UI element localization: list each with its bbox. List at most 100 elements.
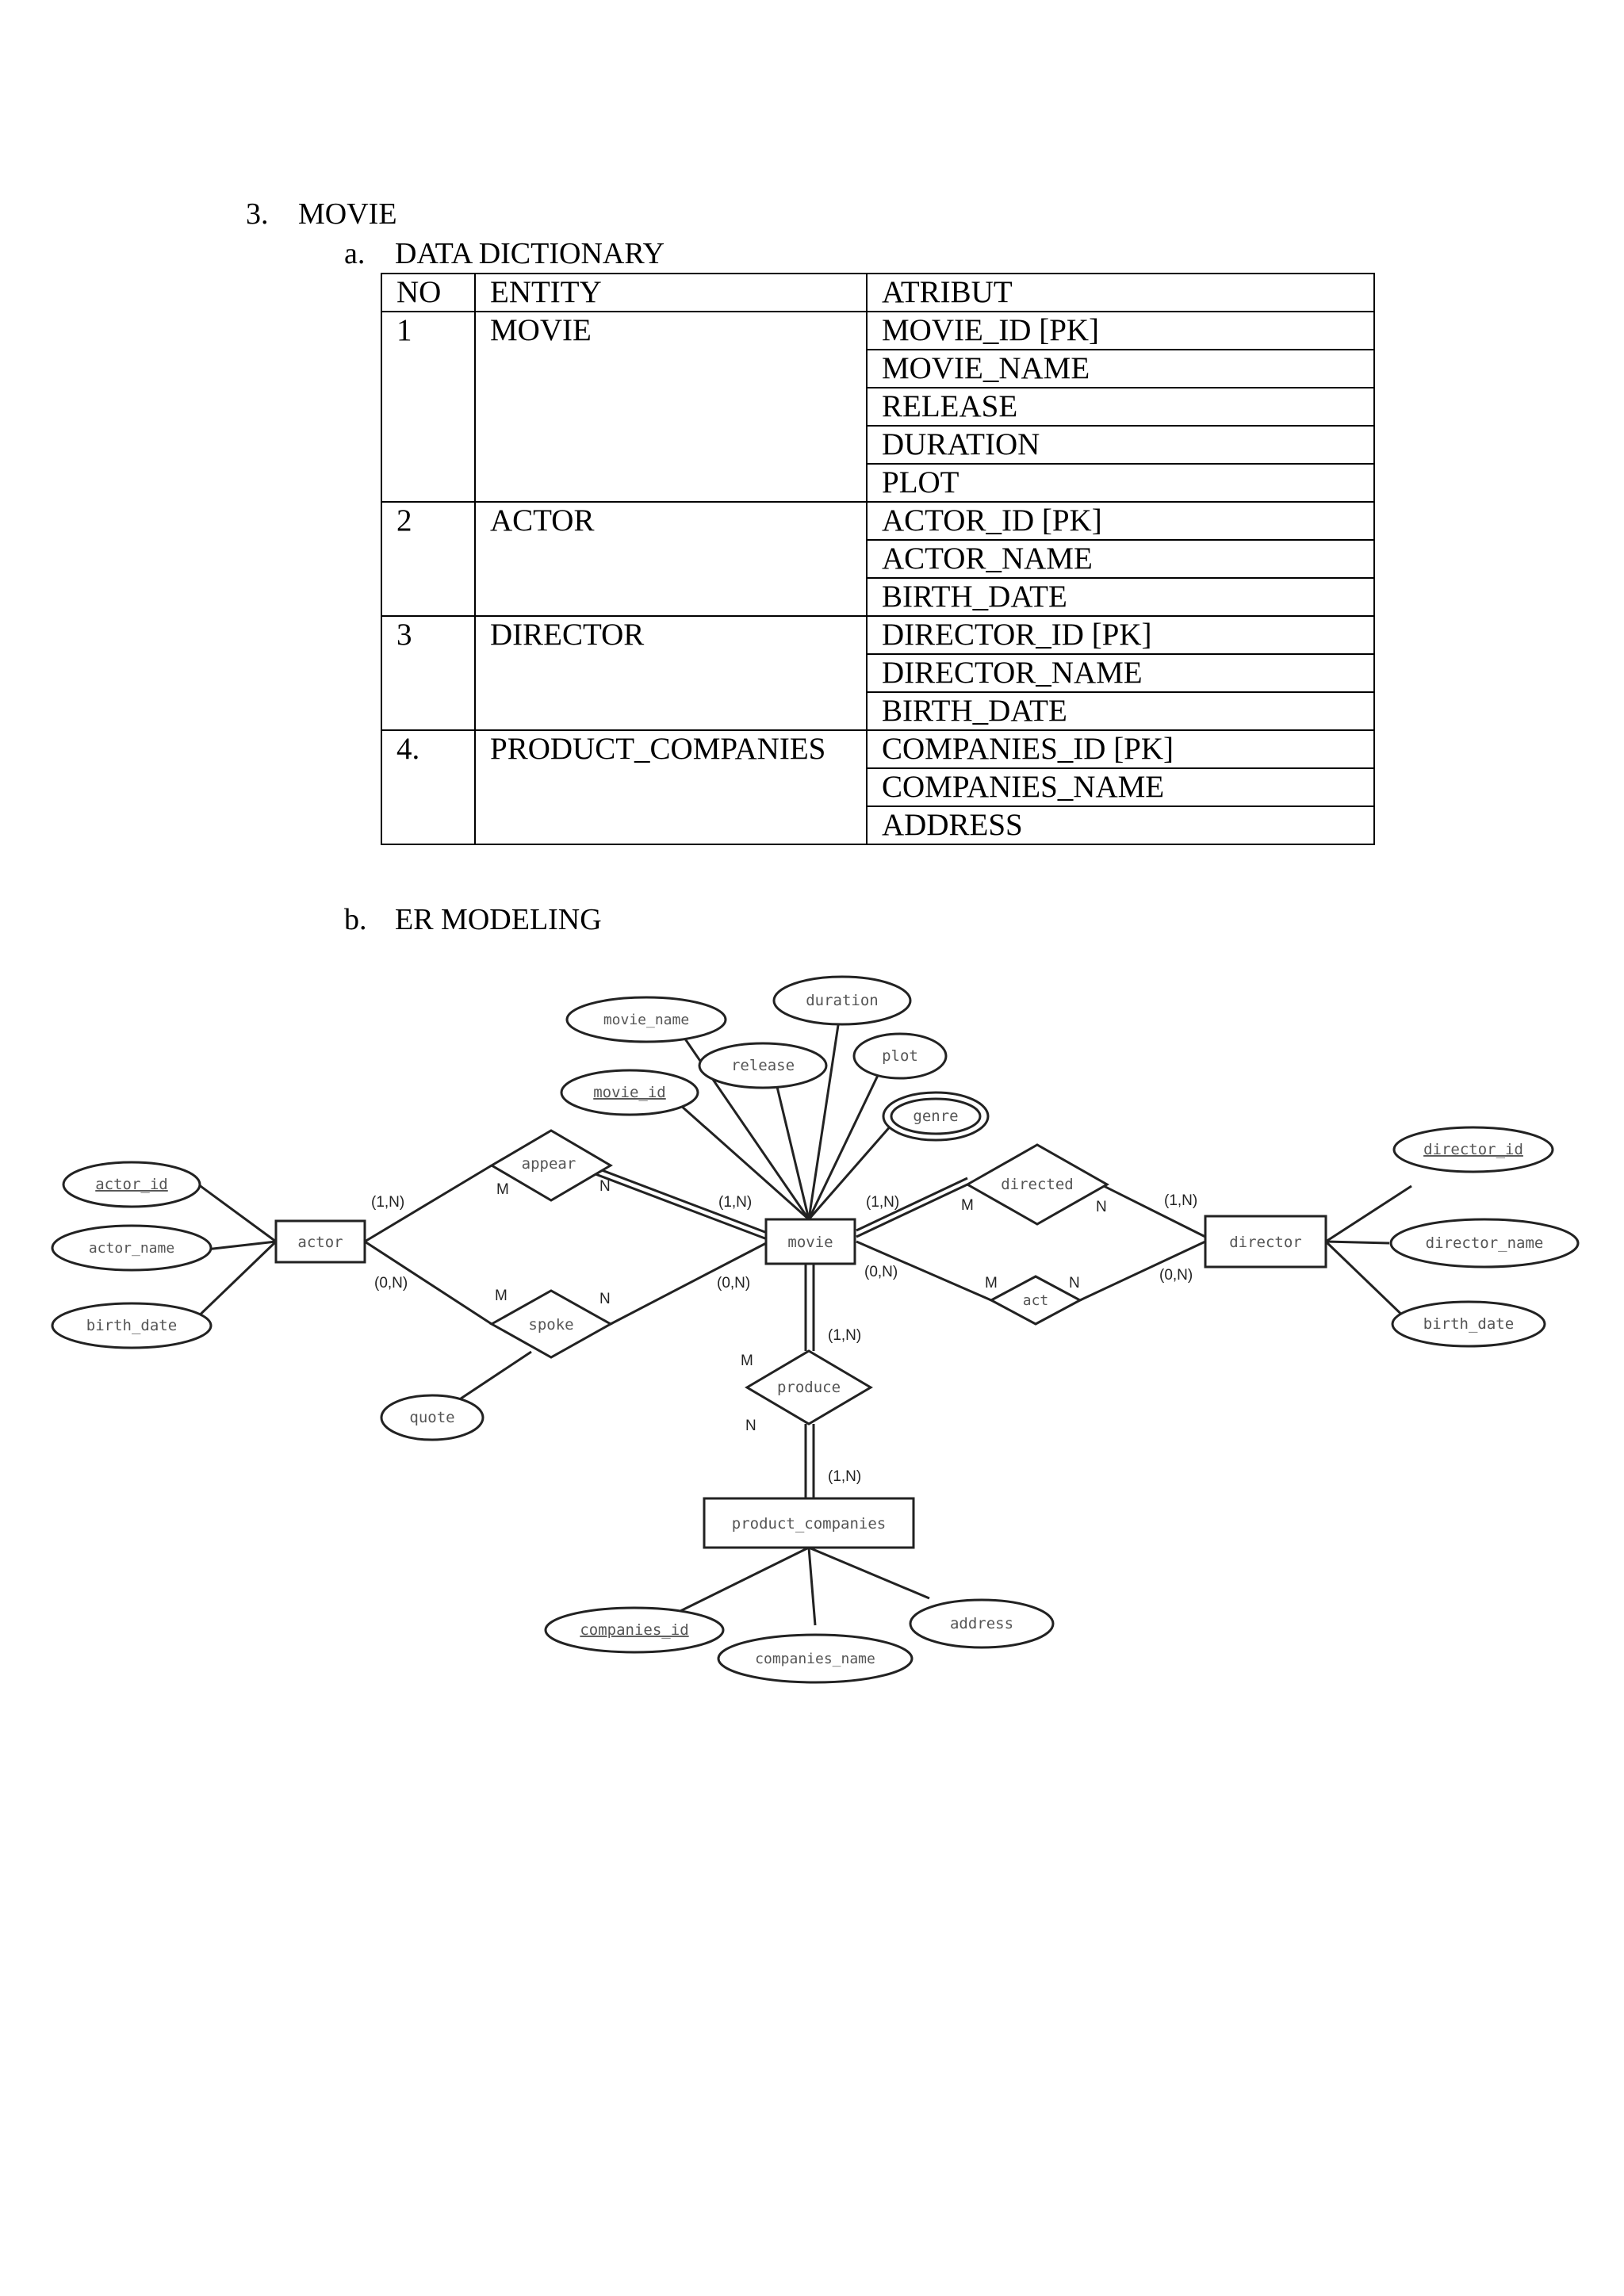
header-entity: ENTITY [474, 273, 868, 312]
svg-text:directed: directed [1001, 1176, 1074, 1193]
attribute-genre-multivalued: genre [882, 1091, 990, 1142]
svg-text:actor_name: actor_name [89, 1240, 174, 1257]
attribute-actor-birth-date: birth_date [51, 1302, 213, 1349]
cell-entity-no: 2 [381, 501, 476, 617]
n-marker-act: N [1069, 1275, 1080, 1292]
cardinality-companies-produce: (1,N) [828, 1468, 861, 1485]
attribute-director-id: director_id [1392, 1126, 1554, 1173]
svg-text:product_companies: product_companies [732, 1515, 886, 1533]
m-marker-spoke: M [495, 1288, 508, 1304]
cardinality-actor-appear: (1,N) [371, 1194, 404, 1211]
svg-text:quote: quote [409, 1409, 454, 1426]
cell-attribute: COMPANIES_NAME [866, 767, 1375, 807]
connector-lines [189, 998, 1413, 1626]
cardinality-director-act: (0,N) [1159, 1267, 1193, 1284]
er-diagram: actor movie director product_companies a… [51, 975, 1580, 1684]
cell-attribute: MOVIE_ID [PK] [866, 311, 1375, 350]
attribute-director-name: director_name [1389, 1218, 1580, 1269]
cell-attribute: BIRTH_DATE [866, 691, 1375, 731]
cell-attribute: DIRECTOR_ID [PK] [866, 615, 1375, 655]
n-marker-directed: N [1096, 1199, 1107, 1215]
relationship-produce: produce [745, 1349, 873, 1425]
m-marker-appear: M [496, 1181, 509, 1198]
cell-attribute: ACTOR_NAME [866, 539, 1375, 579]
svg-text:address: address [950, 1615, 1013, 1632]
attribute-actor-name: actor_name [51, 1224, 213, 1272]
svg-text:actor_id: actor_id [95, 1176, 168, 1193]
cardinality-movie-appear: (1,N) [718, 1194, 752, 1211]
table-row: BIRTH_DATE [381, 691, 1375, 731]
svg-text:plot: plot [882, 1047, 918, 1065]
cell-entity-name: PRODUCT_COMPANIES [474, 729, 868, 845]
cell-attribute: DIRECTOR_NAME [866, 653, 1375, 693]
cardinality-movie-directed: (1,N) [866, 1194, 899, 1211]
svg-text:companies_id: companies_id [580, 1621, 688, 1639]
svg-text:produce: produce [777, 1379, 841, 1396]
attribute-address: address [909, 1598, 1055, 1649]
section-number: 3. [246, 197, 269, 231]
cell-attribute: MOVIE_NAME [866, 349, 1375, 388]
m-marker-produce: M [741, 1353, 753, 1369]
cell-attribute: ACTOR_ID [PK] [866, 501, 1375, 541]
subsection-er-modeling: b. ER MODELING [344, 902, 602, 937]
table-row: RELEASE [381, 387, 1375, 427]
cell-entity-no: 4. [381, 729, 476, 845]
entity-actor: actor [274, 1219, 366, 1264]
cardinality-movie-produce: (1,N) [828, 1327, 861, 1344]
svg-text:birth_date: birth_date [86, 1317, 177, 1334]
cell-attribute: COMPANIES_ID [PK] [866, 729, 1375, 769]
cardinality-movie-spoke: (0,N) [717, 1275, 750, 1292]
table-row: MOVIE_NAME [381, 349, 1375, 388]
svg-text:release: release [731, 1057, 795, 1074]
table-row: BIRTH_DATE [381, 577, 1375, 617]
cell-attribute: BIRTH_DATE [866, 577, 1375, 617]
svg-text:spoke: spoke [528, 1316, 573, 1334]
relationship-act: act [988, 1275, 1083, 1326]
attribute-movie-id: movie_id [560, 1069, 699, 1116]
svg-text:appear: appear [522, 1155, 576, 1173]
relationship-directed: directed [964, 1143, 1110, 1226]
svg-text:act: act [1023, 1292, 1049, 1309]
svg-text:actor: actor [297, 1234, 343, 1251]
cell-entity-name: DIRECTOR [474, 615, 868, 731]
cardinality-movie-act: (0,N) [864, 1264, 898, 1280]
subsection-letter: b. [344, 903, 367, 936]
relationship-spoke: spoke [488, 1289, 614, 1359]
table-row: DURATION [381, 425, 1375, 465]
attribute-companies-id: companies_id [544, 1606, 725, 1654]
header-attribute: ATRIBUT [866, 273, 1375, 312]
attribute-duration: duration [772, 975, 912, 1026]
table-row: DIRECTOR_NAME [381, 653, 1375, 693]
header-no: NO [381, 273, 476, 312]
cell-attribute: PLOT [866, 463, 1375, 503]
svg-text:director_id: director_id [1423, 1141, 1523, 1158]
attribute-quote: quote [380, 1394, 485, 1441]
svg-text:companies_name: companies_name [755, 1651, 875, 1667]
attribute-movie-name: movie_name [565, 996, 727, 1043]
svg-text:duration: duration [806, 992, 879, 1009]
cell-entity-name: ACTOR [474, 501, 868, 617]
table-row: ADDRESS [381, 806, 1375, 845]
attribute-release: release [698, 1042, 828, 1089]
subsection-title: DATA DICTIONARY [395, 237, 665, 270]
cell-entity-no: 1 [381, 311, 476, 503]
attribute-plot: plot [852, 1032, 948, 1080]
svg-text:movie_id: movie_id [593, 1084, 666, 1101]
svg-text:director_name: director_name [1426, 1234, 1544, 1252]
subsection-title: ER MODELING [395, 903, 602, 936]
subsection-data-dictionary: a. DATA DICTIONARY [344, 236, 665, 271]
attribute-director-birth-date: birth_date [1391, 1300, 1546, 1348]
svg-text:movie: movie [787, 1234, 833, 1251]
svg-text:movie_name: movie_name [603, 1012, 689, 1028]
cardinality-actor-spoke: (0,N) [374, 1275, 408, 1292]
subsection-letter: a. [344, 237, 366, 270]
section-title: MOVIE [298, 197, 397, 231]
table-row: PLOT [381, 463, 1375, 503]
table-row: COMPANIES_NAME [381, 767, 1375, 807]
